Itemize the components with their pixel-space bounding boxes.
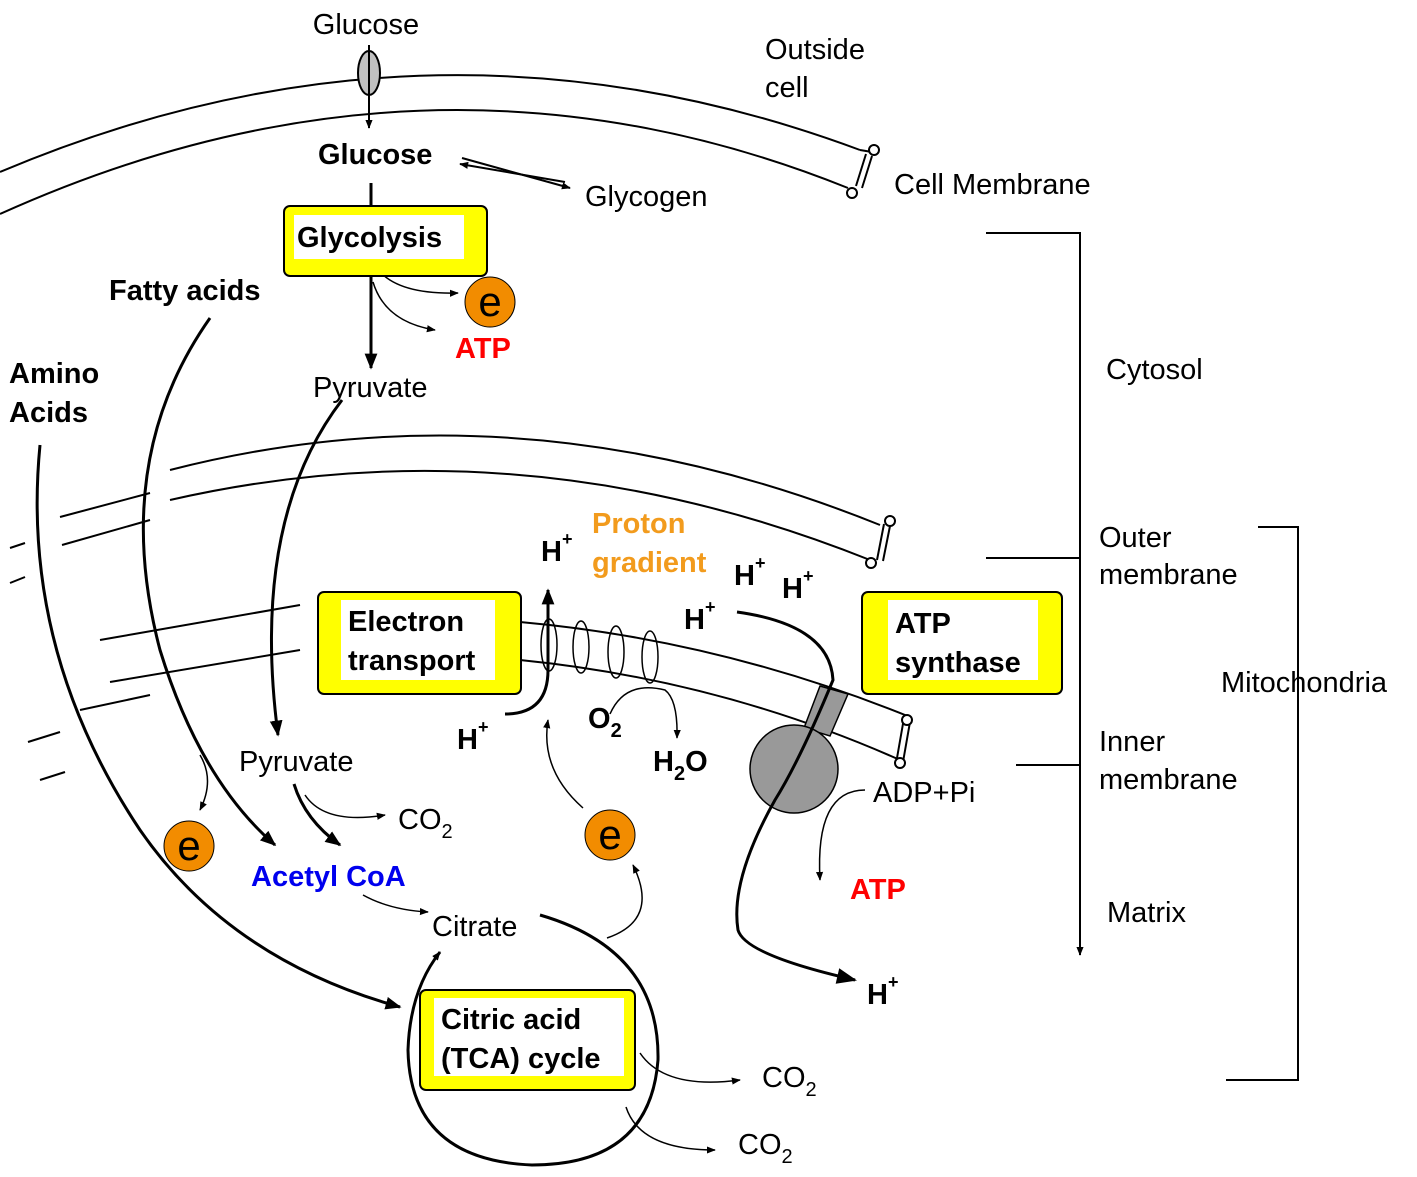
proton-h-3: H+ — [782, 566, 813, 605]
inner-membrane — [27, 604, 913, 781]
outside-cell-label-2: cell — [765, 72, 809, 104]
tca-cycle-circle — [406, 913, 660, 1167]
cell-membrane-label: Cell Membrane — [894, 169, 1091, 201]
cell-membrane — [0, 74, 880, 215]
proton-gradient-label-1: Proton — [592, 508, 685, 540]
inner-membrane-label-2: membrane — [1099, 764, 1238, 796]
proton-h-4: H+ — [684, 597, 715, 636]
electron-icon: e — [598, 811, 621, 858]
electron-icon: e — [478, 278, 501, 325]
cytosol-label: Cytosol — [1106, 354, 1203, 386]
matrix-label: Matrix — [1107, 897, 1186, 929]
acetyl-coa-label: Acetyl CoA — [251, 861, 406, 893]
outside-cell-label-1: Outside — [765, 34, 865, 66]
co2-pyruvate-label: CO2 — [398, 804, 453, 843]
glucose-inside-label: Glucose — [318, 139, 432, 171]
compartment-brackets — [986, 232, 1299, 1081]
co2-tca-label-1: CO2 — [762, 1062, 817, 1101]
atp-synthase-output-label: ATP — [850, 874, 906, 906]
outer-membrane-label-2: membrane — [1099, 559, 1238, 591]
proton-h-1: H+ — [541, 529, 572, 568]
glucose-glycogen-arrows — [459, 157, 571, 190]
proton-pump-arrow — [504, 588, 555, 716]
electron-transport-label-2: transport — [348, 645, 476, 677]
atp-synthase-label-2: synthase — [895, 647, 1021, 679]
atp-synthase-box: ATP synthase — [861, 591, 1063, 695]
electron-transport-label-1: Electron — [348, 606, 464, 638]
electron-transport-helices — [540, 618, 659, 684]
electron-tca: e — [584, 809, 636, 861]
h2o-label: H2O — [653, 746, 708, 785]
glycolysis-label: Glycolysis — [297, 222, 442, 254]
atp-glycolysis-label: ATP — [455, 333, 511, 365]
tca-cycle-box: Citric acid (TCA) cycle — [419, 989, 636, 1091]
proton-gradient-label-2: gradient — [592, 547, 707, 579]
proton-h-6: H+ — [867, 972, 898, 1011]
proton-h-5: H+ — [457, 717, 488, 756]
tca-label-2: (TCA) cycle — [441, 1043, 601, 1075]
mitochondria-label: Mitochondria — [1221, 667, 1388, 699]
proton-return-arrow — [735, 610, 857, 984]
proton-h-2: H+ — [734, 553, 765, 592]
citrate-label: Citrate — [432, 911, 517, 943]
pathway-arrows — [35, 317, 402, 1010]
glycolysis-box: Glycolysis — [283, 205, 488, 277]
minor-arrows — [199, 686, 866, 1154]
glycogen-label: Glycogen — [585, 181, 708, 213]
outer-membrane-label-1: Outer — [1099, 522, 1172, 554]
amino-acids-label-1: Amino — [9, 358, 99, 390]
electron-transport-box: Electron transport — [317, 591, 522, 695]
pyruvate-cytosol-label: Pyruvate — [313, 372, 427, 404]
inner-membrane-label-1: Inner — [1099, 726, 1165, 758]
adp-pi-label: ADP+Pi — [873, 777, 975, 809]
electron-glycolysis: e — [464, 276, 516, 328]
amino-acids-label-2: Acids — [9, 397, 88, 429]
atp-synthase-label-1: ATP — [895, 608, 951, 640]
atp-synthase-structure — [749, 685, 850, 814]
electron-fatty: e — [163, 820, 215, 872]
o2-label: O2 — [588, 703, 622, 742]
electron-icon: e — [177, 822, 200, 869]
outer-membrane — [9, 434, 896, 584]
pyruvate-matrix-label: Pyruvate — [239, 746, 353, 778]
tca-label-1: Citric acid — [441, 1004, 581, 1036]
co2-tca-label-2: CO2 — [738, 1129, 793, 1168]
glucose-outside-label: Glucose — [313, 9, 419, 41]
fatty-acids-label: Fatty acids — [109, 275, 261, 307]
